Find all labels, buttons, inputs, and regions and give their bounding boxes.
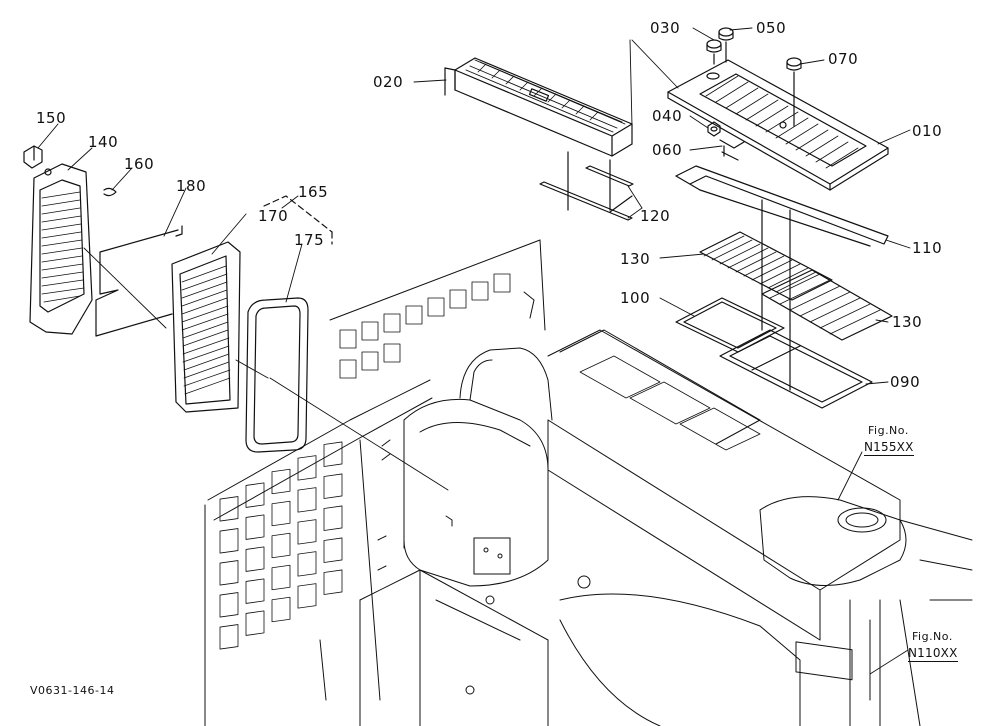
label-050: 050 (756, 19, 787, 37)
fig-ref-2-label: Fig.No. (912, 630, 953, 643)
part-180-wire (96, 226, 182, 336)
fig-ref-1-value: N155XX (864, 440, 914, 456)
label-010: 010 (912, 122, 943, 140)
part-160-clip (104, 188, 116, 195)
part-030-knob (707, 40, 721, 64)
label-120: 120 (640, 207, 671, 225)
part-090-frame (720, 330, 872, 408)
drawing-id: V0631-146-14 (30, 684, 115, 697)
part-120-seal-strips (540, 152, 633, 220)
part-170-air-filter (172, 242, 240, 412)
part-175-filter-gasket (246, 298, 308, 452)
part-140-side-grille (30, 164, 92, 334)
part-130-filter-elements (700, 200, 892, 390)
label-175: 175 (294, 231, 325, 249)
label-165: 165 (298, 183, 329, 201)
label-150: 150 (36, 109, 67, 127)
part-165-bracket-marker (264, 196, 332, 244)
part-010-grille-cover (668, 60, 888, 190)
label-020: 020 (373, 73, 404, 91)
label-090: 090 (890, 373, 921, 391)
machine-body-outline (205, 240, 972, 726)
label-060: 060 (652, 141, 683, 159)
leader-lines (38, 28, 910, 674)
label-170: 170 (258, 207, 289, 225)
label-160: 160 (124, 155, 155, 173)
label-070: 070 (828, 50, 859, 68)
label-030: 030 (650, 19, 681, 37)
part-100-gasket (676, 298, 784, 352)
part-050-knob (719, 28, 733, 62)
label-110: 110 (912, 239, 943, 257)
fig-ref-2-value: N110XX (908, 646, 958, 662)
part-150-knob (24, 146, 42, 168)
part-040-nut (708, 122, 720, 136)
part-070-knob (787, 58, 801, 126)
part-060-bracket (720, 140, 744, 160)
label-130-lower: 130 (892, 313, 923, 331)
label-040: 040 (652, 107, 683, 125)
fig-ref-1-label: Fig.No. (868, 424, 909, 437)
part-110-rod-frame (676, 166, 888, 246)
label-100: 100 (620, 289, 651, 307)
label-180: 180 (176, 177, 207, 195)
label-140: 140 (88, 133, 119, 151)
label-130-upper: 130 (620, 250, 651, 268)
part-020-tray (445, 58, 632, 156)
